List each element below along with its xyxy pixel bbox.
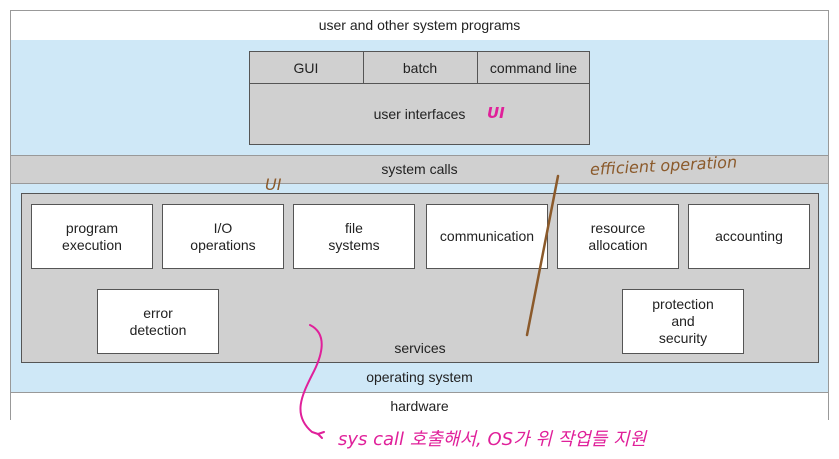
service-error-detection: error detection: [97, 289, 219, 354]
ui-tab-divider-2: [477, 51, 478, 84]
ui-tab-batch: batch: [402, 60, 438, 76]
ui-annotation-brown: UI: [265, 175, 282, 194]
operating-system-label: operating system: [366, 369, 473, 385]
ui-tab-gui: GUI: [293, 60, 319, 76]
user-programs-label: user and other system programs: [318, 17, 521, 33]
hardware-label: hardware: [390, 398, 449, 414]
pink-arrowhead: [317, 431, 325, 439]
service-io-operations: I/O operations: [162, 204, 284, 269]
ui-tab-divider-1: [363, 51, 364, 84]
user-interfaces-box: [249, 51, 590, 145]
user-programs-layer: [10, 10, 829, 40]
ui-tab-row: [249, 51, 590, 84]
service-file-systems: file systems: [293, 204, 415, 269]
services-label: services: [394, 340, 446, 356]
korean-note-annotation: sys call 호출해서, OS가 위 작업들 지원: [338, 429, 647, 450]
service-program-execution: program execution: [31, 204, 153, 269]
system-calls-label: system calls: [381, 161, 458, 177]
ui-tab-command-line: command line: [489, 60, 578, 76]
system-calls-band: [10, 155, 829, 184]
user-interfaces-label: user interfaces: [373, 106, 466, 122]
ui-annotation-pink: UI: [487, 104, 505, 122]
service-communication: communication: [426, 204, 548, 269]
service-accounting: accounting: [688, 204, 810, 269]
hardware-layer: [10, 392, 829, 420]
service-resource-allocation: resource allocation: [557, 204, 679, 269]
service-protection-security: protection and security: [622, 289, 744, 354]
